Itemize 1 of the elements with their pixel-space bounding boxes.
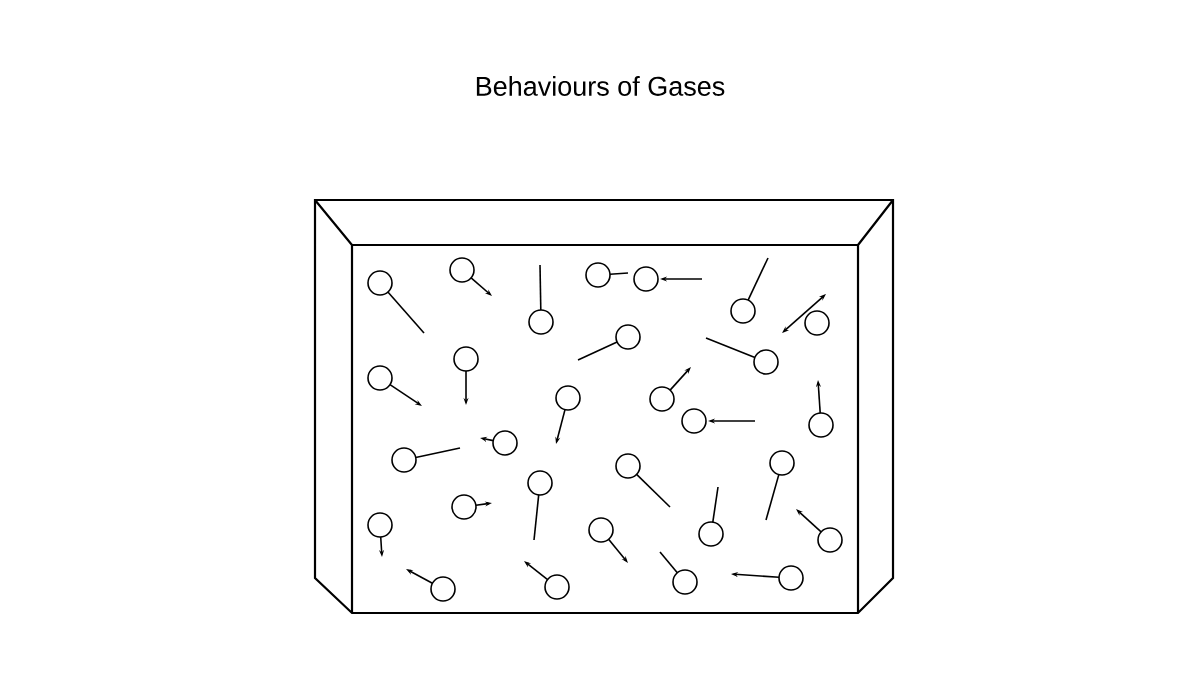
title: Behaviours of Gases xyxy=(476,76,725,96)
